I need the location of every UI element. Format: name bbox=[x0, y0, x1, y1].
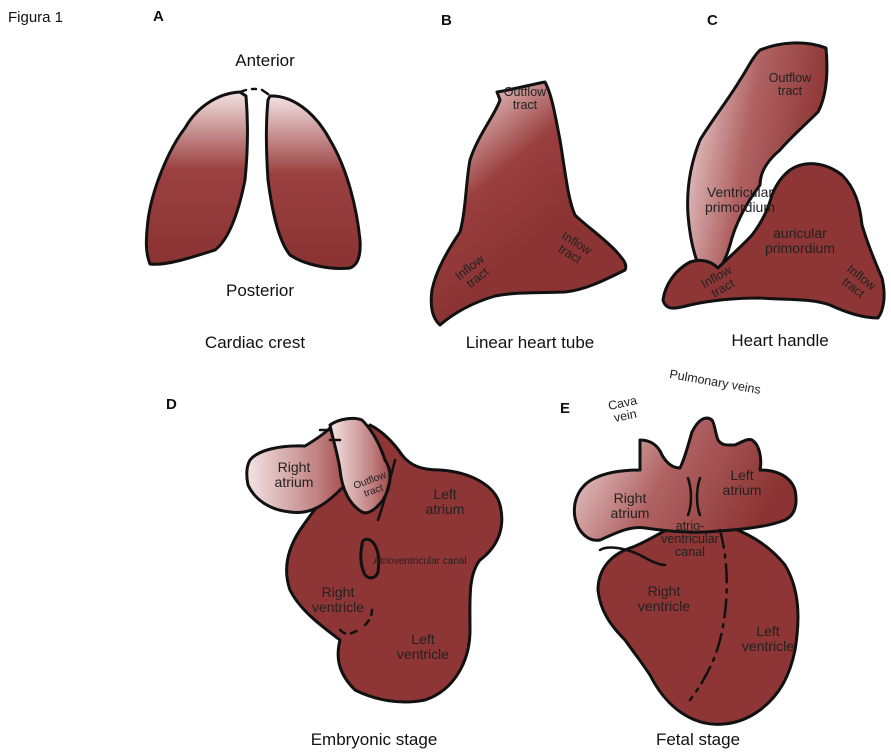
panel-d-left-atrium-label: Left atrium bbox=[415, 487, 475, 516]
figure-label: Figura 1 bbox=[8, 10, 63, 26]
fetal-heart-shape bbox=[574, 418, 798, 724]
panel-e-right-atrium-label: Right atrium bbox=[600, 491, 660, 520]
panel-a-caption: Cardiac crest bbox=[205, 334, 305, 352]
panel-c-auricular-label: auricular primordium bbox=[750, 226, 850, 255]
panel-letter-b: B bbox=[441, 13, 452, 29]
panel-e-right-ventricle-label: Right ventricle bbox=[629, 584, 699, 613]
panel-d-caption: Embryonic stage bbox=[311, 731, 438, 749]
panel-letter-c: C bbox=[707, 13, 718, 29]
panel-d-right-atrium-label: Right atrium bbox=[264, 460, 324, 489]
panel-d-right-ventricle-label: Right ventricle bbox=[303, 585, 373, 614]
panel-d-left-ventricle-label: Left ventricle bbox=[388, 632, 458, 661]
panel-letter-d: D bbox=[166, 397, 177, 413]
panel-c-ventricular-label: Ventricular primordium bbox=[685, 185, 795, 214]
panel-e-av-canal-label: atrio- ventricular canal bbox=[650, 520, 730, 559]
posterior-label: Posterior bbox=[226, 282, 294, 300]
panel-e-caption: Fetal stage bbox=[656, 731, 740, 749]
panel-b-outflow-label: Outflow tract bbox=[498, 86, 552, 112]
panel-b-caption: Linear heart tube bbox=[466, 334, 595, 352]
panel-c-caption: Heart handle bbox=[731, 332, 828, 350]
panel-e-left-ventricle-label: Left ventricle bbox=[733, 624, 803, 653]
cardiac-crest-left bbox=[146, 92, 247, 264]
anterior-label: Anterior bbox=[235, 52, 295, 70]
panel-c-outflow-label: Outflow tract bbox=[763, 72, 817, 98]
cardiac-crest-right bbox=[267, 96, 361, 268]
panel-letter-a: A bbox=[153, 9, 164, 25]
panel-d-av-canal-label: Atrioventricular canal bbox=[370, 557, 470, 568]
panel-letter-e: E bbox=[560, 401, 570, 417]
panel-e-left-atrium-label: Left atrium bbox=[712, 468, 772, 497]
